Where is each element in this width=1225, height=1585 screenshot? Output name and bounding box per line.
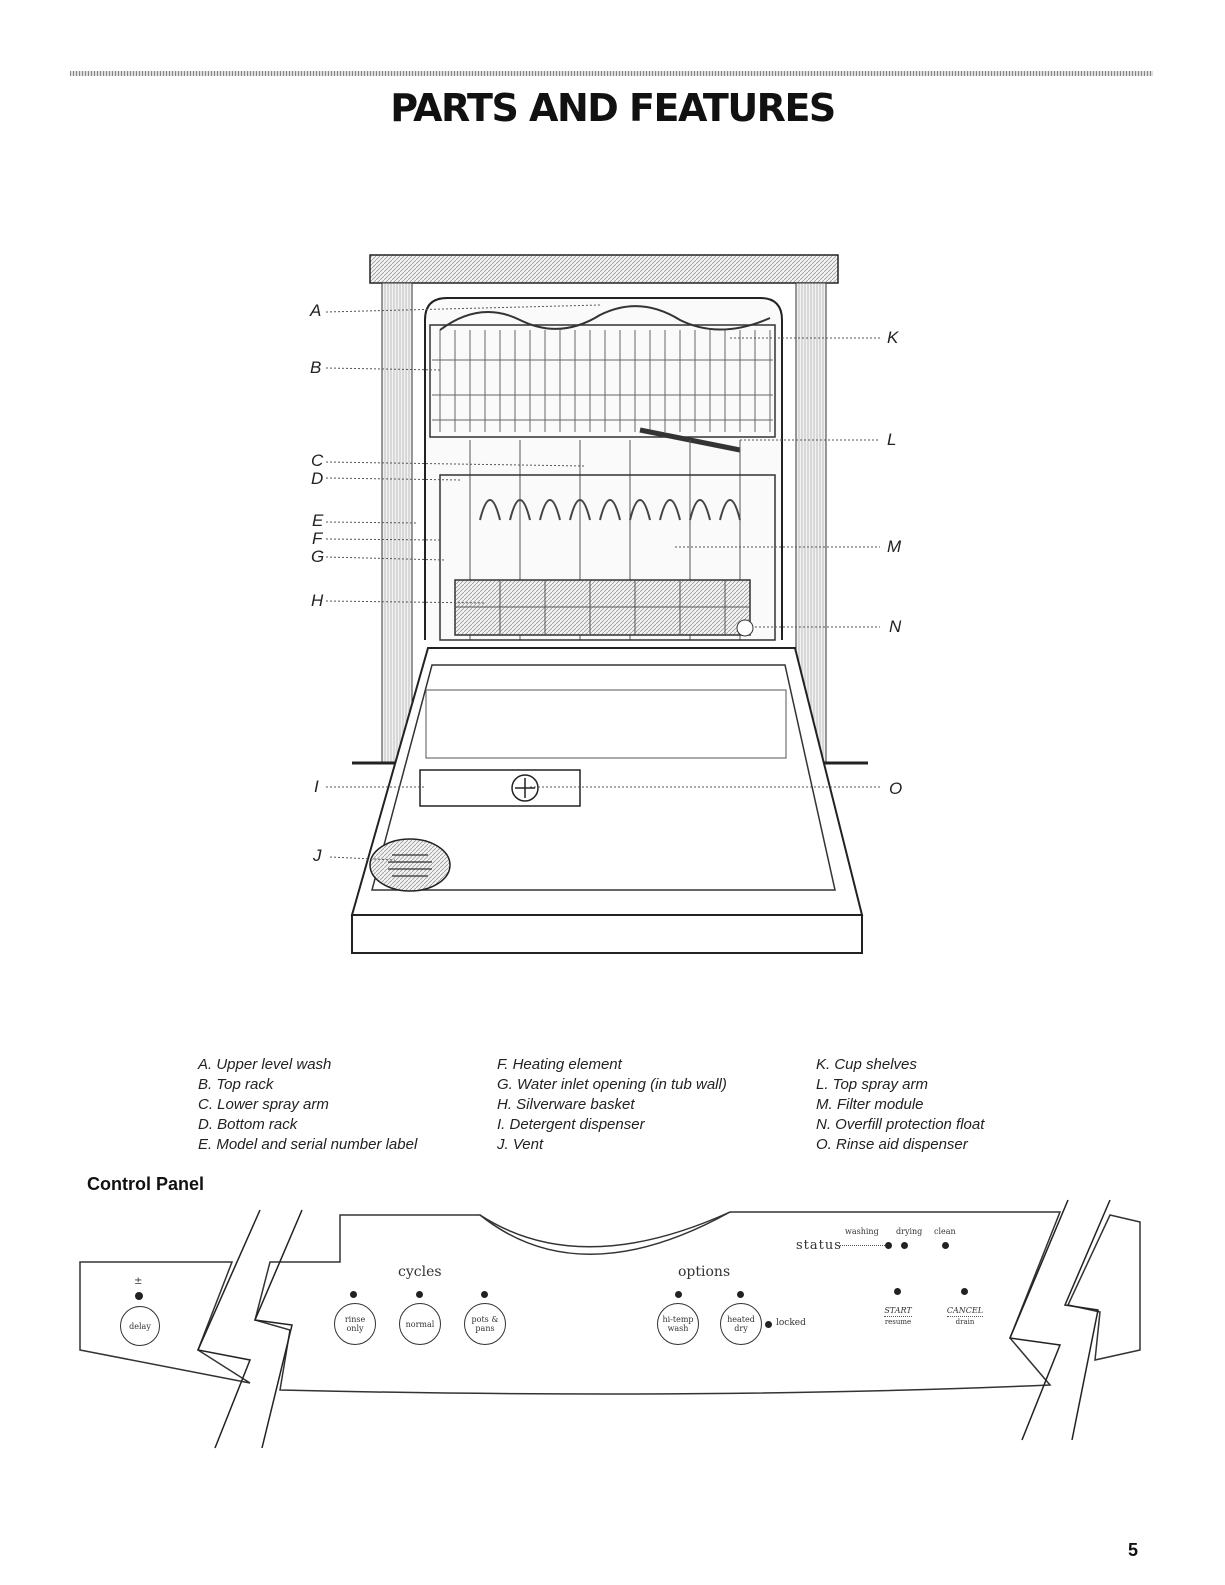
rinse-only-button[interactable]: rinse only [334, 1303, 376, 1345]
callout-i: I [314, 777, 319, 796]
button-label: rinse [344, 1315, 366, 1324]
legend-item: J. Vent [497, 1136, 544, 1153]
resume-label: resume [884, 1318, 912, 1326]
legend-column-1: A. Upper level wash B. Top rack C. Lower… [198, 1055, 417, 1155]
legend-item: B. Top rack [198, 1076, 274, 1093]
callout-a: A [310, 301, 322, 320]
delay-label: delay [129, 1321, 151, 1331]
legend-column-3: K. Cup shelves L. Top spray arm M. Filte… [816, 1055, 984, 1155]
pots-pans-button[interactable]: pots & pans [464, 1303, 506, 1345]
option-indicator [737, 1291, 744, 1298]
legend-item: K. Cup shelves [816, 1056, 917, 1073]
dishwasher-illustration [325, 254, 880, 954]
locked-indicator [765, 1321, 772, 1328]
cancel-indicator [961, 1288, 968, 1295]
cycle-indicator [416, 1291, 423, 1298]
locked-label: locked [776, 1318, 806, 1328]
drain-label: drain [955, 1318, 975, 1326]
legend-item: C. Lower spray arm [198, 1096, 329, 1113]
top-rule [70, 71, 1153, 76]
legend-item: M. Filter module [816, 1096, 924, 1113]
normal-button[interactable]: normal [399, 1303, 441, 1345]
button-label: normal [405, 1319, 435, 1329]
callout-o: O [889, 779, 903, 798]
status-clean: clean [934, 1227, 956, 1236]
callout-g: G [311, 547, 325, 566]
button-label: pans [475, 1324, 495, 1333]
callout-k: K [887, 328, 899, 347]
callout-n: N [889, 617, 902, 636]
delay-indicator [135, 1292, 143, 1300]
legend-item: E. Model and serial number label [198, 1136, 418, 1153]
status-leader [840, 1245, 885, 1246]
status-washing-light [885, 1242, 892, 1249]
status-drying: drying [896, 1227, 923, 1236]
cycles-label: cycles [398, 1264, 442, 1280]
button-label: pots & [471, 1315, 499, 1324]
status-clean-light [942, 1242, 949, 1249]
callout-f: F [312, 529, 323, 548]
legend-item: L. Top spray arm [816, 1076, 928, 1093]
legend-column-2: F. Heating element G. Water inlet openin… [497, 1055, 727, 1155]
cycle-indicator [481, 1291, 488, 1298]
callout-l: L [887, 430, 897, 449]
options-label: options [678, 1264, 731, 1280]
legend-item: D. Bottom rack [198, 1116, 298, 1133]
button-label: hi-temp [662, 1315, 694, 1324]
button-label: dry [734, 1324, 748, 1333]
page-title: PARTS AND FEATURES [390, 86, 836, 130]
callout-j: J [313, 846, 322, 865]
callout-m: M [887, 537, 902, 556]
start-resume-button[interactable]: START resume [868, 1306, 928, 1327]
cancel-label: CANCEL [946, 1306, 984, 1317]
cycle-indicator [350, 1291, 357, 1298]
legend-item: G. Water inlet opening (in tub wall) [497, 1076, 727, 1093]
start-indicator [894, 1288, 901, 1295]
legend-item: I. Detergent dispenser [497, 1116, 645, 1133]
button-label: only [346, 1324, 364, 1333]
control-panel-heading: Control Panel [87, 1174, 205, 1194]
callout-h: H [311, 591, 324, 610]
status-washing: washing [845, 1227, 879, 1236]
status-drying-light [901, 1242, 908, 1249]
legend-item: O. Rinse aid dispenser [816, 1136, 968, 1153]
button-label: wash [667, 1324, 689, 1333]
legend-item: H. Silverware basket [497, 1096, 635, 1113]
cancel-drain-button[interactable]: CANCEL drain [935, 1306, 995, 1327]
button-label: heated [727, 1315, 755, 1324]
delay-symbol: ± [134, 1276, 143, 1287]
hi-temp-wash-button[interactable]: hi-temp wash [657, 1303, 699, 1345]
callout-d: D [311, 469, 324, 488]
legend-item: N. Overfill protection float [816, 1116, 985, 1133]
callout-e: E [312, 511, 324, 530]
page-number: 5 [1128, 1540, 1139, 1560]
callout-b: B [310, 358, 322, 377]
status-label: status [796, 1238, 842, 1253]
legend-item: A. Upper level wash [198, 1056, 332, 1073]
heated-dry-button[interactable]: heated dry [720, 1303, 762, 1345]
option-indicator [675, 1291, 682, 1298]
start-label: START [884, 1306, 912, 1317]
delay-button[interactable]: delay [120, 1306, 160, 1346]
legend-item: F. Heating element [497, 1056, 622, 1073]
callout-c: C [311, 451, 324, 470]
